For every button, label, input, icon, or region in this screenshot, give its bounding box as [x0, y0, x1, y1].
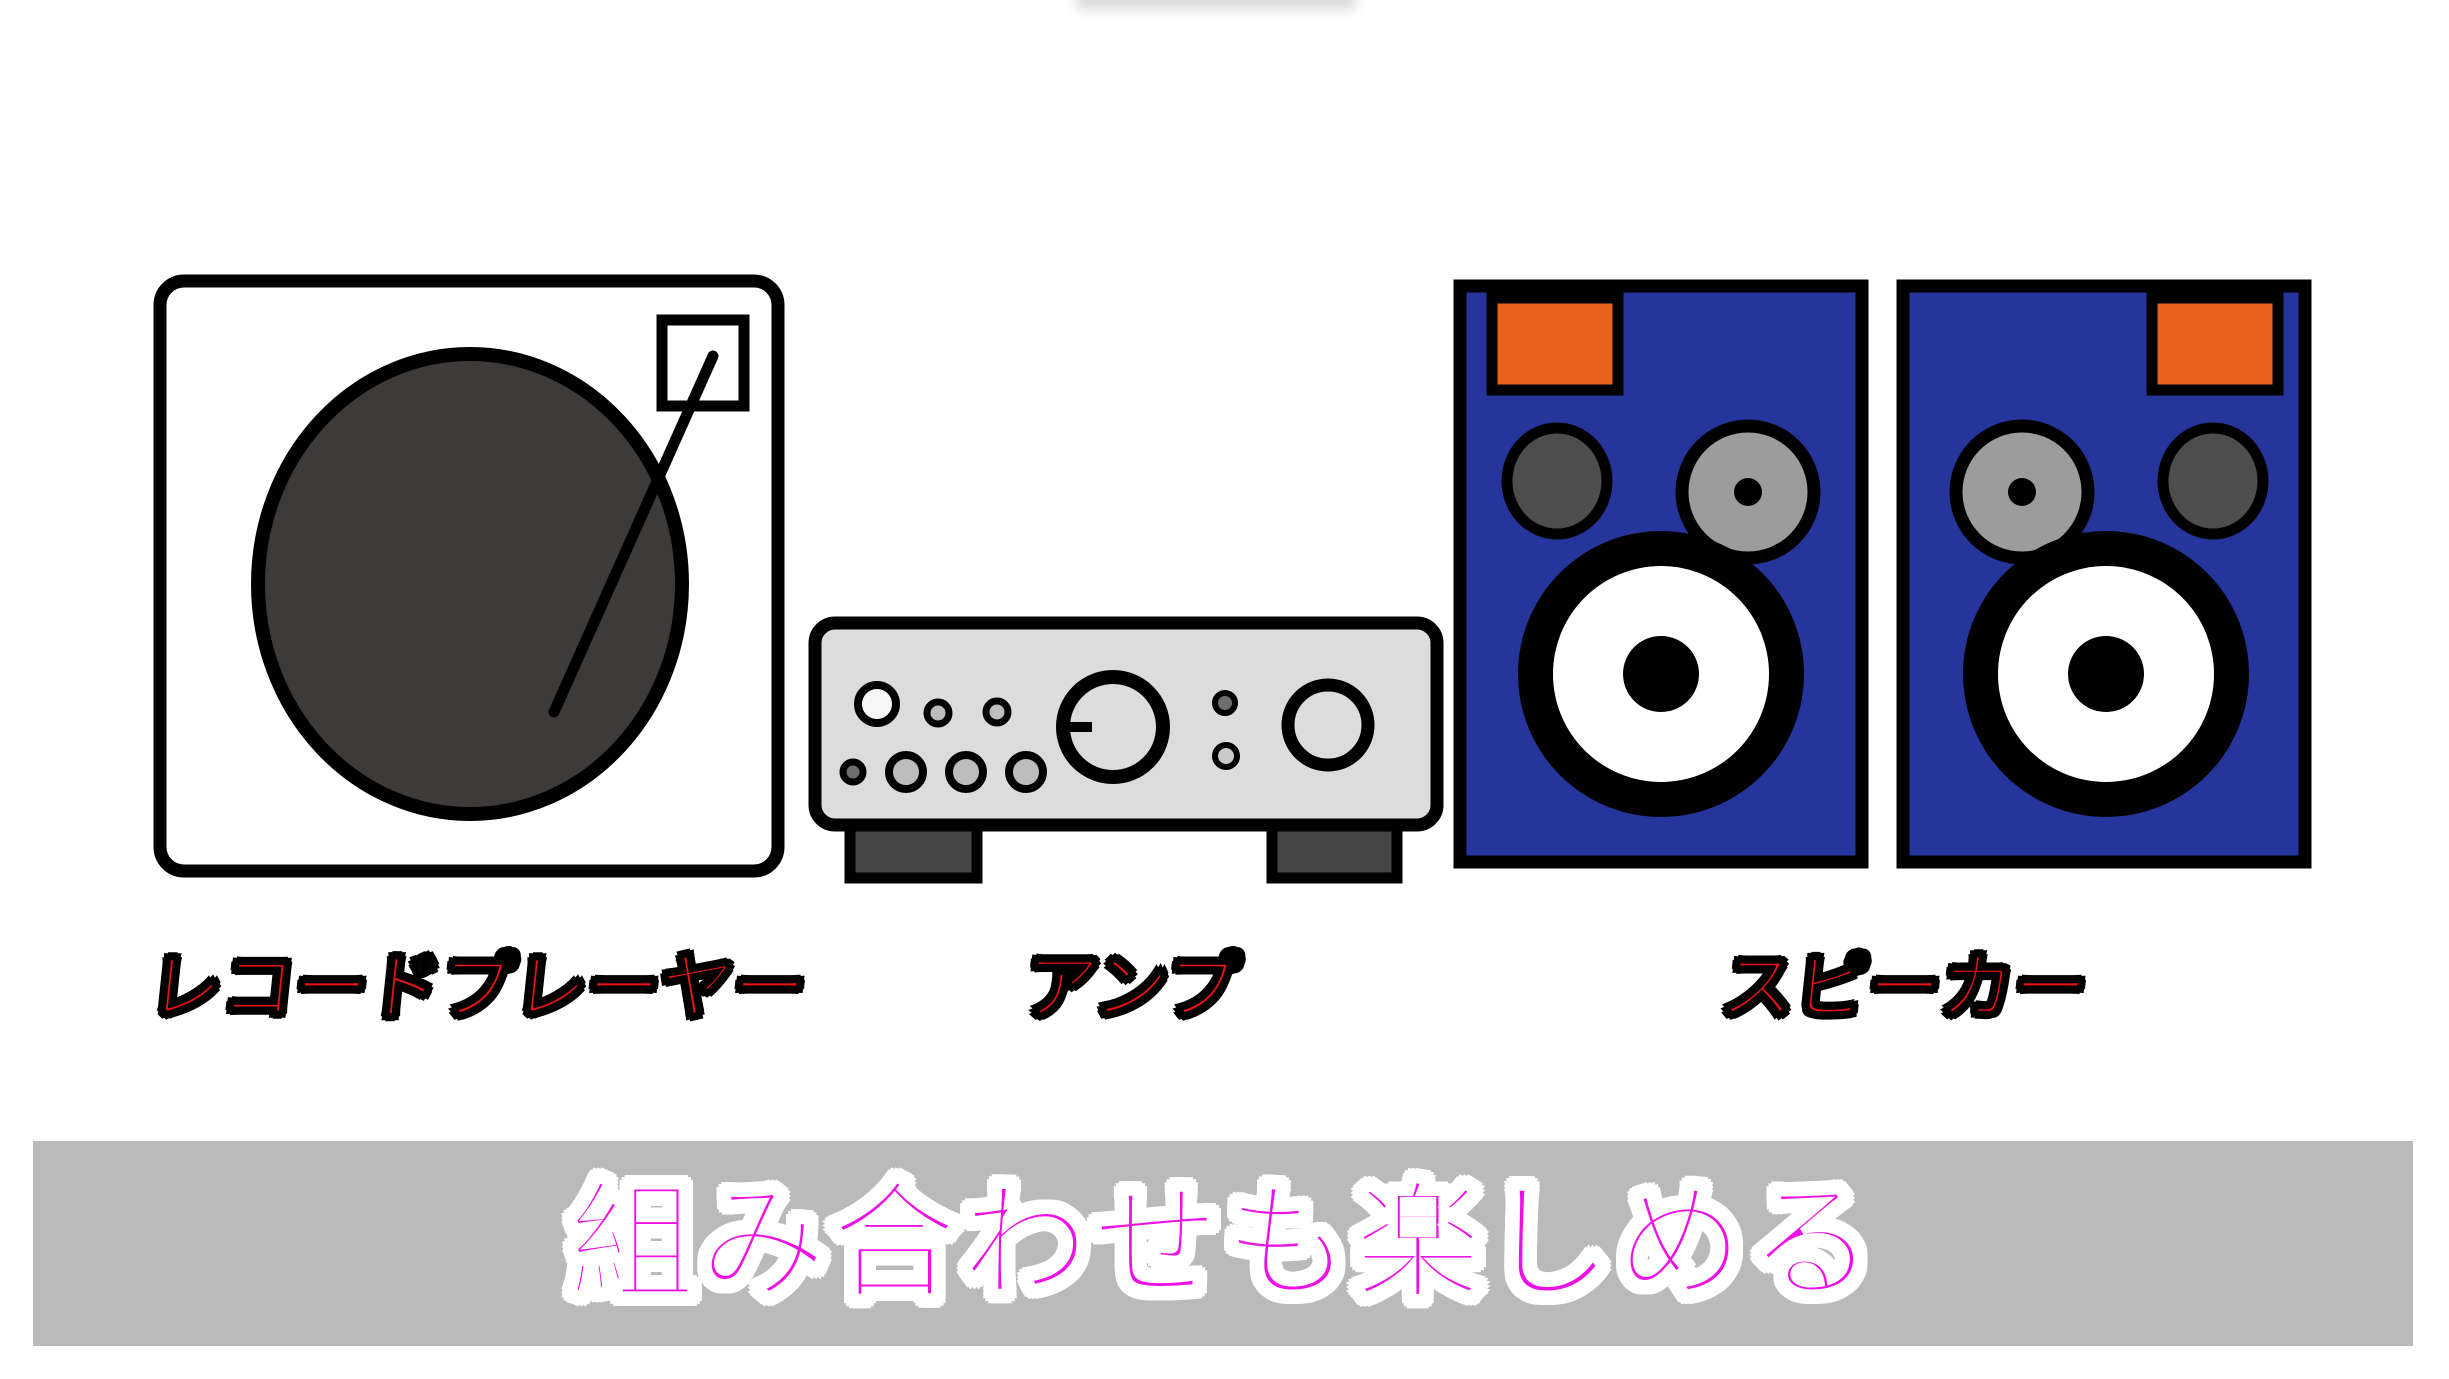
speaker-left-tweeter-dot	[1734, 478, 1762, 506]
amp-knob-small-1	[885, 751, 927, 793]
amp-small-button-2	[982, 697, 1012, 727]
amp-mini-knob-dark	[839, 758, 867, 786]
speaker-label: スピーカー	[1717, 944, 2093, 1030]
amplifier-illustration	[808, 616, 1444, 884]
amp-small-button-1	[923, 698, 953, 728]
tonearm-base	[656, 314, 750, 412]
speaker-right-badge	[2146, 292, 2284, 396]
speaker-left-woofer-cap	[1623, 636, 1699, 712]
speaker-right-illustration	[1896, 279, 2312, 869]
speaker-right-port	[2157, 422, 2269, 540]
turntable-platter	[251, 347, 689, 821]
tonearm	[548, 350, 719, 718]
speaker-left-badge	[1486, 292, 1624, 396]
cropped-overlay-shadow	[1075, 0, 1357, 10]
speaker-left-port	[1501, 422, 1613, 540]
amp-knob-small-2	[945, 751, 987, 793]
speaker-left-illustration	[1453, 279, 1869, 869]
amp-knob-small-3	[1005, 751, 1047, 793]
amp-power-button	[854, 681, 900, 727]
record-player-label: レコードプレーヤー	[144, 944, 812, 1030]
speaker-right-woofer-cap	[2068, 636, 2144, 712]
speaker-right-tweeter-dot	[2008, 478, 2036, 506]
caption-text: 組み合わせも楽しめる	[566, 1168, 1878, 1318]
amp-led-top	[1212, 690, 1238, 716]
amp-led-bottom	[1212, 742, 1240, 770]
caption-banner: 組み合わせも楽しめる	[33, 1141, 2413, 1346]
record-player-illustration	[153, 274, 785, 878]
amplifier-label: アンプ	[1020, 944, 1245, 1030]
amp-output-knob	[1281, 678, 1375, 772]
